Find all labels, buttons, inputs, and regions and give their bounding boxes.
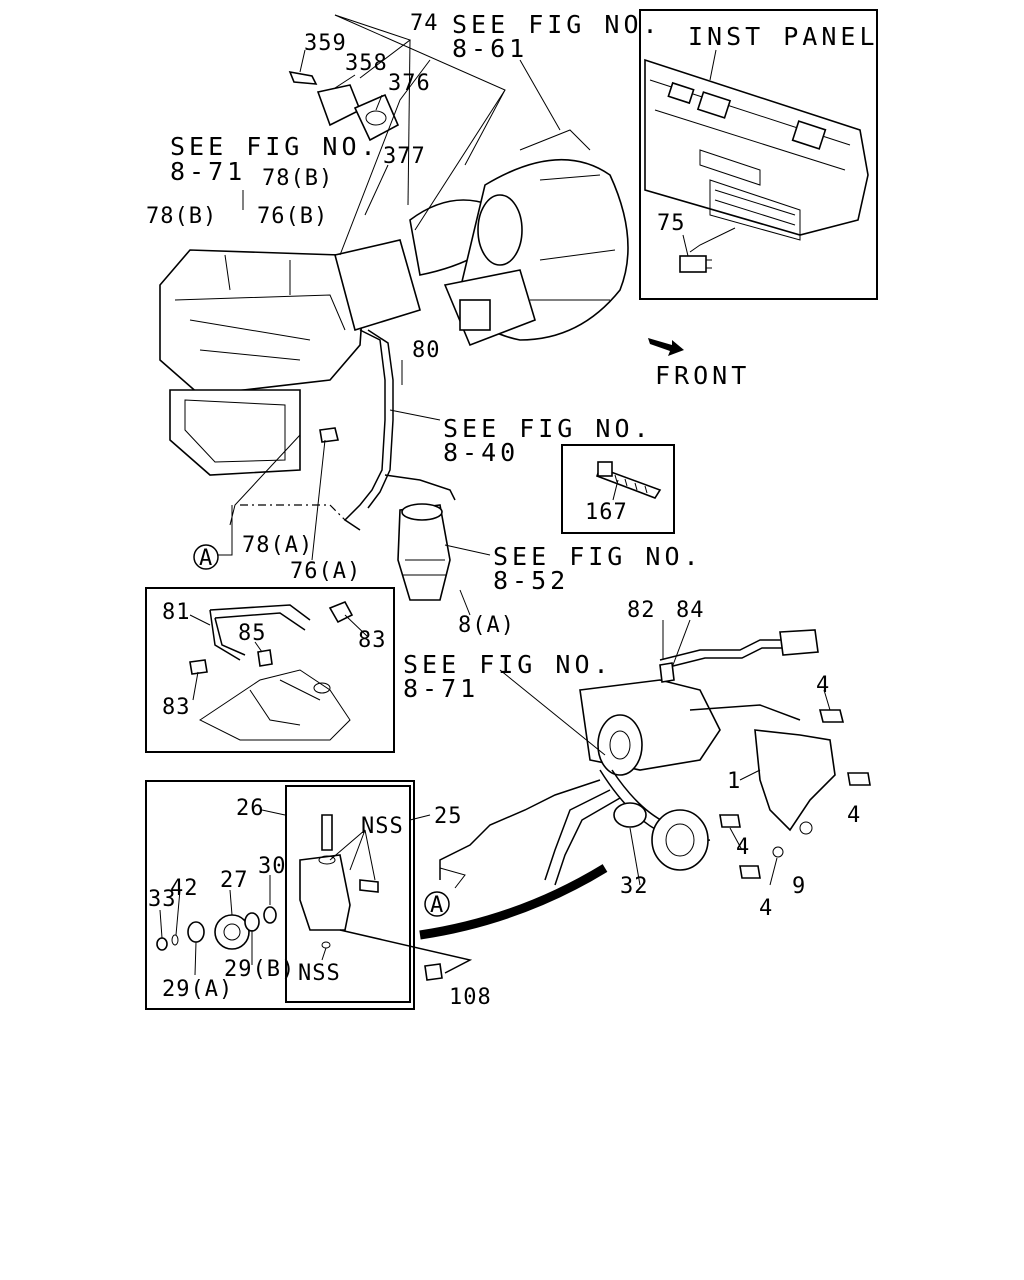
callout-4: 4	[816, 673, 830, 698]
callout-78a: 78(A)	[242, 533, 313, 558]
callout-80: 80	[412, 338, 441, 363]
see-fig-8-71-text: SEE FIG NO.	[170, 132, 380, 161]
callout-4-4: 4	[759, 896, 773, 921]
see-fig-8-71-text-2: SEE FIG NO.	[403, 650, 613, 679]
callout-78b: 78(B)	[262, 166, 333, 191]
heater-unit	[159, 239, 421, 476]
callout-4-3: 4	[736, 835, 750, 860]
callout-76a: 76(A)	[290, 559, 361, 584]
callout-1: 1	[727, 769, 741, 794]
callout-376: 376	[388, 71, 431, 96]
callout-108: 108	[449, 985, 492, 1010]
front-arrow-icon	[648, 338, 684, 356]
see-fig-8-71-number-2: 8-71	[403, 674, 479, 703]
see-fig-8-40-text: SEE FIG NO.	[443, 414, 653, 443]
callout-83-2: 83	[162, 695, 191, 720]
callout-76b: 76(B)	[257, 204, 328, 229]
inst-panel-inset	[639, 9, 878, 300]
idler-inset	[145, 780, 473, 1010]
nss-label-2: NSS	[298, 961, 341, 986]
clip-inset	[561, 444, 675, 534]
blower-assembly	[409, 129, 629, 347]
nss-label: NSS	[361, 814, 404, 839]
callout-29b: 29(B)	[224, 957, 295, 982]
callout-32: 32	[620, 874, 649, 899]
callout-42: 42	[170, 876, 199, 901]
callout-74: 74	[410, 11, 439, 36]
callout-30: 30	[258, 854, 287, 879]
resistor-parts	[288, 70, 400, 142]
callout-8a: 8(A)	[458, 613, 515, 638]
bracket-inset	[145, 587, 395, 753]
callout-25: 25	[434, 804, 463, 829]
callout-81: 81	[162, 600, 191, 625]
circle-a-marker	[193, 544, 219, 570]
callout-27: 27	[220, 868, 249, 893]
callout-26: 26	[236, 796, 265, 821]
circle-a-label: A	[199, 546, 213, 571]
callout-9: 9	[792, 874, 806, 899]
callout-83: 83	[358, 628, 387, 653]
see-fig-8-52-number: 8-52	[493, 566, 569, 595]
see-fig-8-61-text: SEE FIG NO.	[452, 10, 662, 39]
callout-359: 359	[304, 31, 347, 56]
compressor-assembly	[419, 629, 871, 940]
circle-a-label: A	[430, 893, 444, 918]
callout-377: 377	[383, 144, 426, 169]
callout-33: 33	[148, 887, 177, 912]
callout-75: 75	[657, 211, 686, 236]
see-fig-8-61-number: 8-61	[452, 34, 528, 63]
callout-167: 167	[585, 500, 628, 525]
see-fig-8-52-text: SEE FIG NO.	[493, 542, 703, 571]
see-fig-8-40-number: 8-40	[443, 438, 519, 467]
callout-29a: 29(A)	[162, 977, 233, 1002]
callout-82: 82	[627, 598, 656, 623]
refrigerant-lines	[240, 329, 456, 601]
front-label: FRONT	[655, 361, 750, 390]
inst-panel-label: INST PANEL	[688, 22, 879, 51]
callout-4-2: 4	[847, 803, 861, 828]
callout-84: 84	[676, 598, 705, 623]
circle-a-marker	[424, 891, 450, 917]
callout-358: 358	[345, 51, 388, 76]
leader-lines	[159, 14, 831, 976]
callout-85: 85	[238, 621, 267, 646]
callout-78b-2: 78(B)	[146, 204, 217, 229]
see-fig-8-71-number: 8-71	[170, 157, 246, 186]
